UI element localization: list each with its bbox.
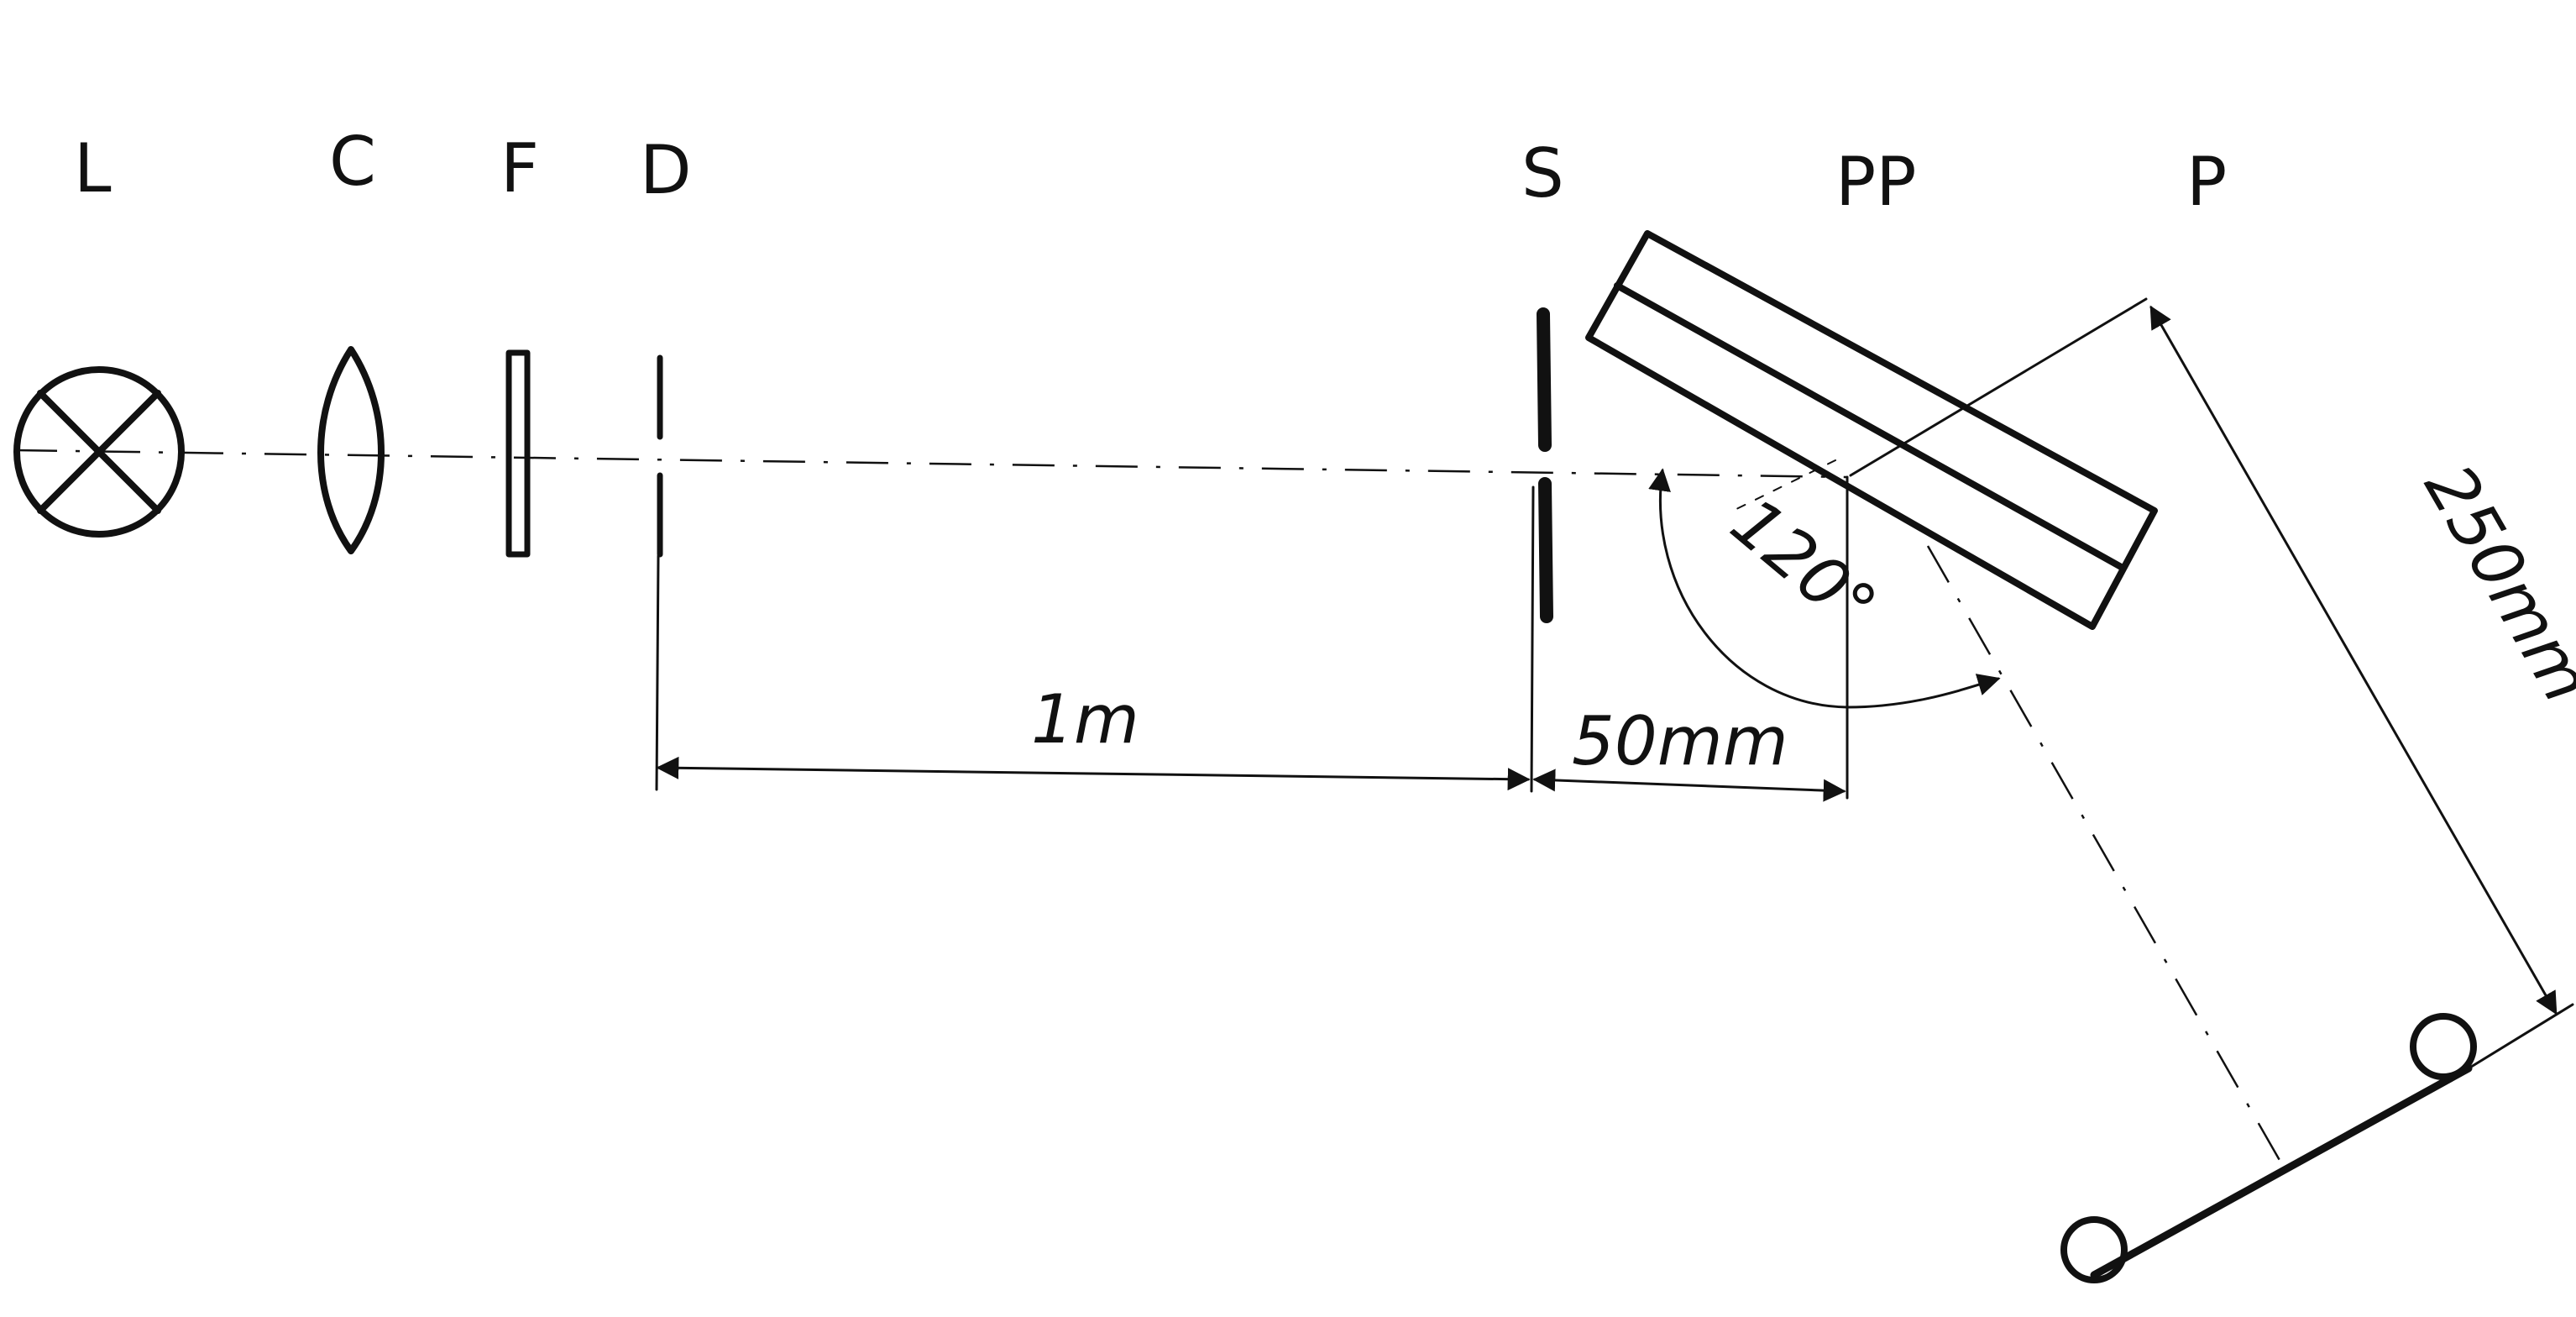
- reflected-axis: [1926, 545, 2285, 1168]
- label-PP: PP: [1835, 143, 1916, 221]
- angle-arc: [1648, 468, 2001, 709]
- extension-lines: [655, 297, 2148, 800]
- dim-label-1m: 1m: [1031, 680, 1139, 758]
- label-L: L: [74, 129, 112, 207]
- dim-label-50mm: 50mm: [1572, 702, 1788, 780]
- label-C: C: [329, 123, 376, 201]
- dim-line-1m: [656, 756, 1531, 791]
- filter-icon: [505, 349, 531, 558]
- plate-icon: [1585, 230, 2158, 630]
- optical-axis: [14, 449, 1848, 479]
- photo-plate-icon: [2060, 1003, 2574, 1283]
- dim-label-250mm: 250mm: [2410, 452, 2576, 716]
- label-S: S: [1521, 134, 1564, 213]
- label-D: D: [640, 131, 692, 209]
- label-F: F: [500, 129, 539, 207]
- label-P: P: [2186, 143, 2227, 221]
- angle-label: 120°: [1717, 483, 1891, 647]
- slit-icon: [1537, 307, 1553, 623]
- condenser-lens-icon: [317, 346, 385, 554]
- dim-line-250mm: [2149, 305, 2558, 1015]
- dim-line-50mm: [1532, 769, 1846, 802]
- lamp-icon: [13, 366, 185, 538]
